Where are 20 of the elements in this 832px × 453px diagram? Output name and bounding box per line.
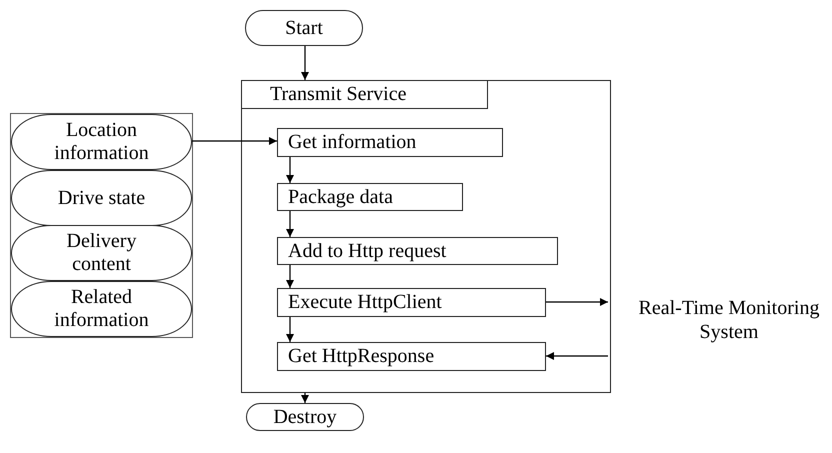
process-box: Execute HttpClient — [277, 288, 546, 317]
container-title: Transmit Service — [242, 81, 488, 109]
arrow — [301, 46, 309, 80]
group-box — [10, 113, 193, 338]
process-box: Get information — [277, 128, 503, 157]
arrow — [286, 265, 294, 288]
process-box: Get HttpResponse — [277, 342, 546, 371]
process-box: Package data — [277, 183, 463, 211]
arrow — [286, 211, 294, 237]
arrow — [286, 317, 294, 342]
system-name: Real-Time Monitoring System — [638, 296, 820, 344]
arrow — [546, 352, 608, 360]
arrow — [192, 137, 277, 145]
arrow — [286, 157, 294, 183]
process-box: Add to Http request — [277, 237, 558, 265]
terminator-shape: Start — [245, 10, 363, 46]
arrow — [546, 298, 608, 306]
terminator-shape: Destroy — [246, 403, 364, 431]
process-container — [241, 80, 611, 393]
arrow — [301, 393, 309, 403]
